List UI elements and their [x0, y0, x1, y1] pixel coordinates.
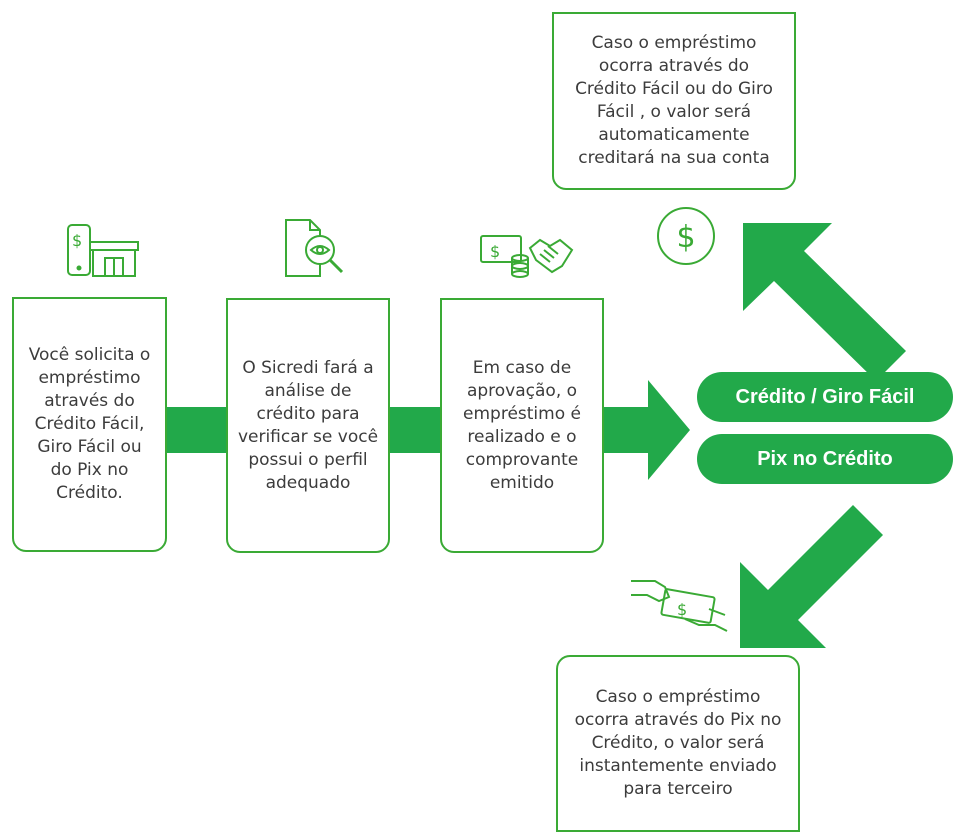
outcome-pix-note: Caso o empréstimo ocorra através do Pix … — [556, 655, 800, 832]
outcome-credito-facil-note: Caso o empréstimo ocorra através do Créd… — [552, 12, 796, 190]
option-credito-giro-label: Crédito / Giro Fácil — [735, 385, 915, 408]
svg-text:$: $ — [72, 231, 82, 250]
option-pix-no-credito: Pix no Crédito — [697, 434, 953, 484]
step-box-approval: Em caso de aprovação, o empréstimo é rea… — [440, 298, 604, 553]
option-pix-label: Pix no Crédito — [757, 447, 893, 470]
arrow-up-left — [743, 223, 906, 381]
money-handshake-icon: $ — [480, 235, 574, 278]
step-box-request: Você solicita o empréstimo através do Cr… — [12, 297, 167, 552]
connector-1-2 — [155, 407, 235, 453]
svg-text:$: $ — [490, 242, 500, 261]
outcome-top-text: Caso o empréstimo ocorra através do Créd… — [575, 33, 773, 168]
money-transfer-icon: $ — [631, 580, 728, 632]
outcome-bottom-text: Caso o empréstimo ocorra através do Pix … — [574, 687, 782, 799]
svg-text:$: $ — [677, 600, 687, 619]
step-box-analysis: O Sicredi fará a análise de crédito para… — [226, 298, 390, 553]
step-approval-text: Em caso de aprovação, o empréstimo é rea… — [463, 357, 581, 493]
mobile-store-icon: $ — [67, 224, 139, 277]
option-credito-giro-facil: Crédito / Giro Fácil — [697, 372, 953, 422]
svg-text:$: $ — [676, 220, 695, 255]
step-request-text: Você solicita o empréstimo através do Cr… — [28, 345, 151, 503]
document-search-icon — [285, 219, 344, 277]
arrow-down-left — [740, 505, 883, 648]
connector-2-3 — [380, 407, 445, 453]
dollar-circle-icon: $ — [657, 207, 715, 265]
step-analysis-text: O Sicredi fará a análise de crédito para… — [237, 357, 379, 493]
arrow-to-options — [595, 380, 690, 480]
